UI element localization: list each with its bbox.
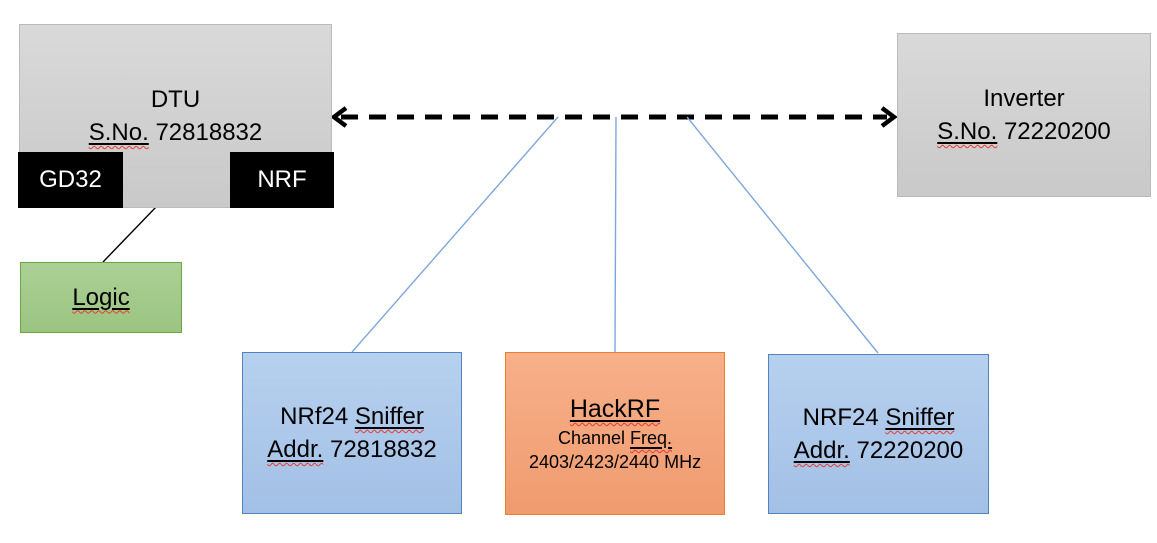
dtu-inverter-rf-link — [330, 106, 898, 128]
sniffer2-name: NRF24 — [802, 404, 879, 431]
dtu-serial-value: 72818832 — [155, 119, 263, 146]
arrowhead-right-icon — [880, 106, 898, 128]
sniffer2-addr-line: Addr. 72220200 — [794, 434, 964, 467]
hackrf-frequencies: 2403/2423/2440 MHz — [528, 452, 702, 472]
nrf-chip: NRF — [230, 152, 334, 208]
sniffer1-addr-value: 72818832 — [329, 436, 437, 463]
dtu-title: DTU — [150, 86, 201, 113]
nrf-chip-label: NRF — [257, 166, 307, 193]
sniffer1-addr-label: Addr. — [267, 436, 324, 463]
inverter-serial-label: S.No. — [937, 118, 998, 145]
hackrf-title: HackRF — [569, 395, 661, 423]
sniffer2-addr-value: 72220200 — [856, 437, 964, 464]
gd32-chip-label: GD32 — [39, 166, 102, 193]
sniffer1-addr-line: Addr. 72818832 — [267, 433, 437, 466]
gd32-chip: GD32 — [18, 152, 123, 208]
inverter-serial-value: 72220200 — [1003, 118, 1111, 145]
hackrf-box: HackRF Channel Freq. 2403/2423/2440 MHz — [505, 352, 725, 515]
sniffer2-connector-line — [686, 116, 879, 354]
sniffer1-name: NRf24 — [280, 403, 349, 430]
inverter-box: Inverter S.No. 72220200 — [897, 33, 1151, 197]
sniffer2-box: NRF24 Sniffer Addr. 72220200 — [768, 354, 989, 514]
sniffer2-addr-label: Addr. — [793, 437, 850, 464]
hackrf-subtitle: Channel Freq. — [557, 428, 673, 448]
dtu-serial-label: S.No. — [88, 119, 149, 146]
inverter-title: Inverter — [983, 85, 1065, 112]
sniffer2-name-line: NRF24 Sniffer — [802, 404, 955, 431]
dtu-serial-line: S.No. 72818832 — [89, 116, 262, 149]
sniffer1-box: NRf24 Sniffer Addr. 72818832 — [242, 352, 462, 514]
logic-label: Logic — [72, 283, 130, 311]
logic-box: Logic — [20, 262, 182, 333]
sniffer1-connector-line — [351, 116, 559, 353]
hackrf-connector-line — [614, 116, 617, 353]
arrowhead-left-icon — [330, 106, 348, 128]
sniffer1-name-line: NRf24 Sniffer — [280, 403, 424, 430]
inverter-serial-line: S.No. 72220200 — [937, 115, 1110, 148]
